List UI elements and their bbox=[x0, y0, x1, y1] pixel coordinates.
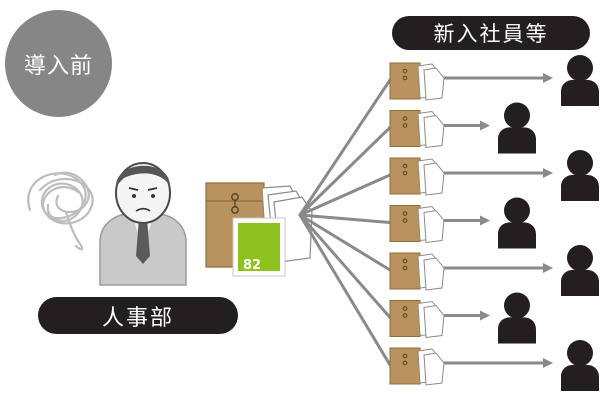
person-icon bbox=[498, 197, 536, 249]
small-envelope-icon bbox=[389, 205, 445, 244]
person-icon bbox=[561, 55, 599, 106]
small-envelope-icon bbox=[389, 110, 445, 149]
small-envelope-icon bbox=[389, 157, 445, 196]
fan-line bbox=[298, 213, 392, 367]
stamp-value: 82 bbox=[243, 258, 262, 273]
small-envelope-icon bbox=[389, 62, 445, 101]
person-icon bbox=[498, 102, 536, 154]
fan-line bbox=[298, 213, 392, 319]
person-icon bbox=[561, 245, 599, 296]
fan-line bbox=[298, 213, 392, 272]
person-icon bbox=[498, 292, 536, 344]
recipients-label: 新入社員等 bbox=[392, 16, 590, 50]
small-envelope-icon bbox=[389, 347, 445, 386]
small-envelope-icon bbox=[389, 252, 445, 291]
person-icon bbox=[561, 340, 599, 391]
tangled-thought-icon bbox=[27, 171, 94, 251]
postage-stamp-icon bbox=[232, 217, 286, 277]
recipient-rows bbox=[298, 55, 599, 391]
worried-person-icon bbox=[99, 162, 187, 286]
fan-line bbox=[298, 78, 392, 217]
person-icon bbox=[561, 150, 599, 201]
fan-line bbox=[298, 213, 392, 224]
before-introduction-badge: 導入前 bbox=[5, 10, 112, 117]
small-envelope-icon bbox=[389, 300, 445, 339]
department-label: 人事部 bbox=[38, 297, 238, 334]
fan-line bbox=[298, 126, 392, 217]
fan-line bbox=[298, 173, 392, 217]
